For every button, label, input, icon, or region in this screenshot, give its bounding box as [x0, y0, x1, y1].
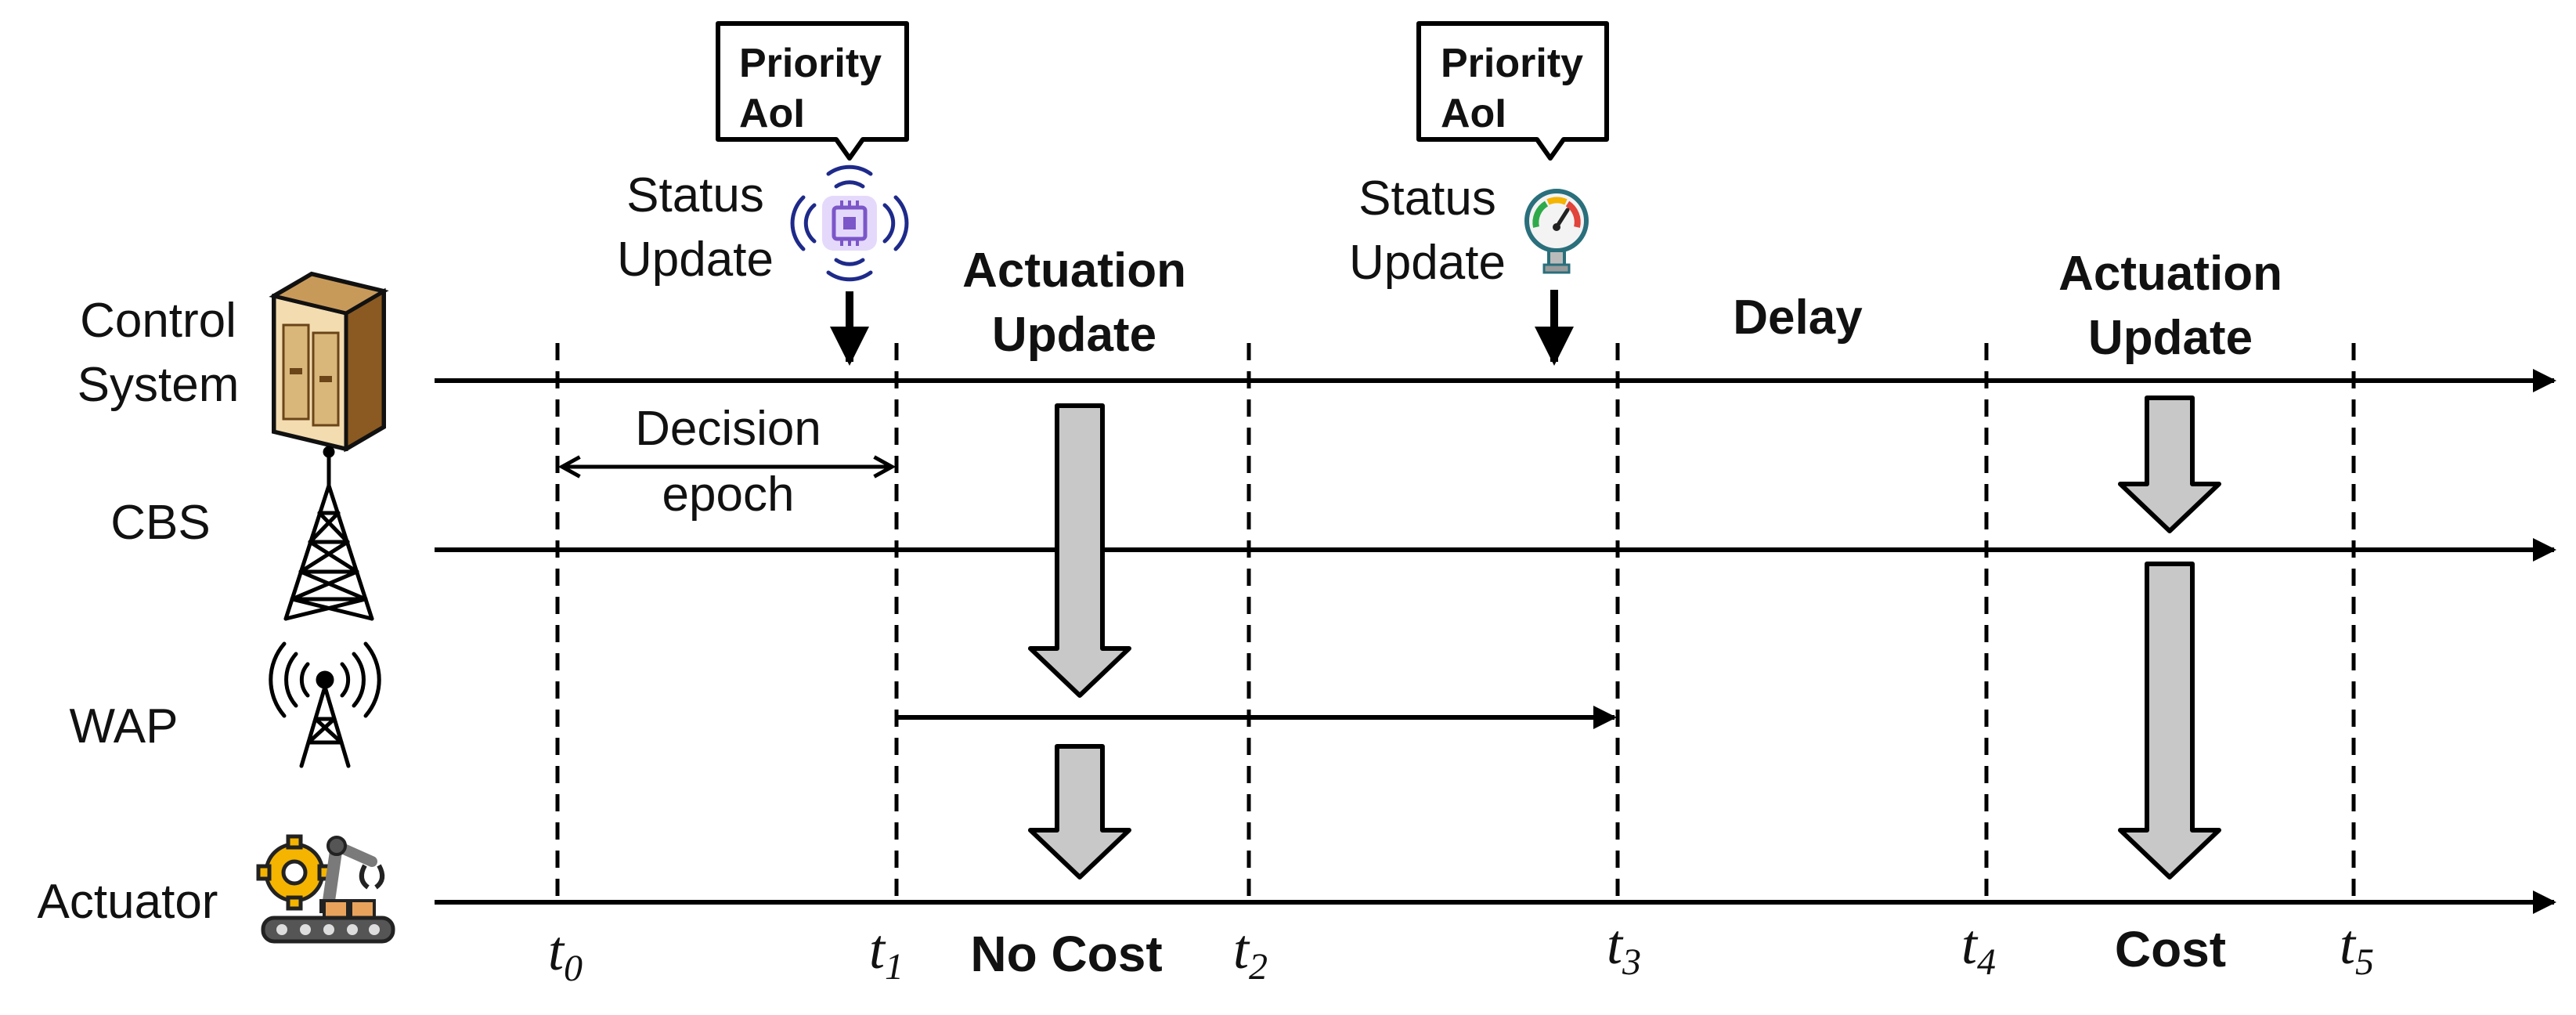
decision-epoch-label-line2: epoch: [662, 468, 795, 522]
actuation-update-1-line1: Actuation: [962, 244, 1186, 298]
priority-aoi-callout-2: Priority AoI: [1416, 21, 1609, 161]
priority-aoi-callout-2-line1: Priority: [1441, 41, 1583, 86]
actuation-arrow-control-to-wap: [1028, 403, 1131, 698]
control-system-label-line1: Control: [80, 294, 236, 348]
control-system-label-line2: System: [78, 358, 240, 412]
actuation-arrow-control-to-cbs: [2118, 396, 2221, 533]
status-update-2-line2: Update: [1349, 236, 1506, 290]
priority-aoi-callout-1-line1: Priority: [739, 41, 882, 86]
pressure-gauge-sensor-icon: [1524, 189, 1589, 274]
status-update-1-line1: Status: [626, 168, 764, 222]
no-cost-label: No Cost: [970, 926, 1162, 982]
cost-label: Cost: [2115, 921, 2226, 977]
epoch-lines: [555, 343, 2356, 901]
tick-t4: t4: [1961, 913, 1996, 983]
wap-label: WAP: [70, 699, 179, 753]
priority-aoi-callout-1-line2: AoI: [739, 91, 805, 136]
tick-t1: t1: [869, 918, 904, 988]
cbs-label: CBS: [110, 496, 210, 550]
priority-aoi-callout-2-line2: AoI: [1441, 91, 1506, 136]
tick-t2: t2: [1233, 918, 1268, 988]
server-cabinet-icon: [269, 271, 389, 453]
tick-t0: t0: [548, 919, 583, 989]
actuation-update-2-line2: Update: [2088, 311, 2253, 365]
decision-epoch-label-line1: Decision: [635, 402, 821, 456]
priority-aoi-callout-1: Priority AoI: [716, 21, 909, 161]
status-update-2-line1: Status: [1358, 172, 1496, 226]
actuation-arrow-cbs-to-actuator: [2118, 562, 2221, 880]
wireless-chip-sensor-icon: [790, 164, 909, 282]
delay-label: Delay: [1733, 291, 1863, 345]
actuator-label: Actuator: [38, 875, 218, 929]
status-update-1-line2: Update: [617, 233, 774, 287]
tick-t3: t3: [1607, 913, 1641, 983]
actuation-update-2-line1: Actuation: [2058, 247, 2282, 301]
wireless-access-point-icon: [269, 641, 381, 768]
robot-arm-conveyor-icon: [256, 834, 395, 944]
cell-tower-icon: [283, 446, 374, 621]
actuation-arrow-wap-to-actuator: [1028, 744, 1131, 880]
tick-t5: t5: [2340, 913, 2374, 983]
actuation-update-1-line2: Update: [992, 308, 1156, 362]
